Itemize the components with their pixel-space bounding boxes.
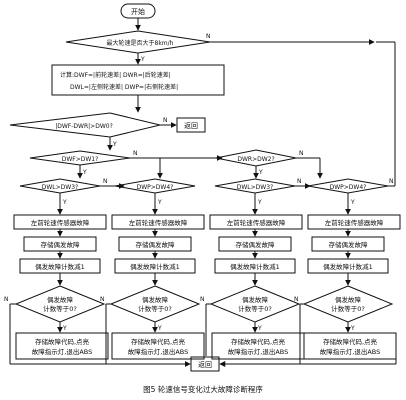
action-box-1: [15, 332, 109, 360]
action-4b: 故障指示灯,退出ABS: [320, 347, 380, 356]
return-bottom: [190, 356, 220, 372]
no-dwp-right: N: [389, 178, 394, 185]
yes-count-1: Y: [62, 325, 67, 332]
dwr-label: DWR>DW2?: [237, 156, 274, 163]
dwp-mid-label: DWP>DW4?: [137, 184, 174, 191]
store-label-1: 存储偶发故障: [41, 240, 81, 249]
fault-box-2: [111, 214, 205, 230]
yes-dwf: Y: [82, 169, 87, 176]
dwl-left-label: DWL>DW3?: [42, 184, 78, 191]
yes-dwp-right: Y: [350, 199, 355, 206]
no-count-4: N: [294, 296, 299, 303]
counter-label-4: 偶发故障计数减1: [323, 262, 373, 271]
store-label-4: 存储偶发故障: [329, 240, 369, 249]
yes-dwr: Y: [258, 169, 263, 176]
action-4a: 存储故障代码,点亮: [323, 337, 378, 346]
action-box-4: [303, 332, 397, 360]
no-speed: N: [206, 33, 211, 40]
yes-main: Y: [112, 141, 117, 148]
no-count-3: N: [200, 296, 205, 303]
fault-box-3: [209, 214, 303, 230]
dwf-label: DWF>DW1?: [62, 156, 99, 163]
yes-count-3: Y: [257, 325, 262, 332]
store-label-3: 存储偶发故障: [236, 240, 276, 249]
return-top: [176, 117, 206, 133]
count-cond-4b: 计数等于0?: [331, 304, 365, 313]
count-decision-4: [302, 285, 394, 323]
action-3b: 故障指示灯,退出ABS: [228, 347, 288, 356]
fault-box-4: [307, 214, 401, 230]
main-cond-label: |DWF-DWR|>DW0?: [55, 123, 113, 130]
count-cond-3b: 计数等于0?: [238, 304, 272, 313]
start-label: 开始: [131, 7, 145, 16]
store-label-2: 存储偶发故障: [136, 240, 176, 249]
fault-label-1: 左前轮速传感器故障: [31, 218, 90, 227]
count-decision-2: [109, 285, 201, 323]
count-cond-1a: 偶发故障: [47, 295, 74, 304]
fault-label-4: 左前轮速传感器故障: [325, 218, 384, 227]
return-bottom-label: 返回: [198, 361, 212, 369]
action-2a: 存储故障代码,点亮: [131, 337, 186, 346]
count-decision-1: [14, 285, 106, 323]
count-cond-2b: 计数等于0?: [138, 304, 172, 313]
no-dwl-left: N: [103, 178, 108, 185]
action-1b: 故障指示灯,退出ABS: [32, 347, 92, 356]
counter-label-3: 偶发故障计数减1: [230, 262, 280, 271]
fault-label-3: 左前轮速传感器故障: [227, 218, 286, 227]
yes-dwl-mid: Y: [257, 199, 262, 206]
action-box-2: [111, 332, 205, 360]
speed-check-label: 最大轮速是否大于8km/h: [107, 39, 174, 47]
count-decision-3: [209, 285, 301, 323]
action-1a: 存储故障代码,点亮: [35, 337, 90, 346]
action-2b: 故障指示灯,退出ABS: [128, 347, 188, 356]
no-count-2: N: [100, 296, 105, 303]
no-count-1: N: [4, 296, 9, 303]
calc-line-2: DWL=|左侧轮速差| DWP=|右侧轮速差|: [70, 83, 178, 91]
return-top-label: 返回: [184, 122, 198, 130]
count-cond-3a: 偶发故障: [242, 295, 269, 304]
fault-label-2: 左前轮速传感器故障: [129, 218, 188, 227]
yes-dwp-mid: Y: [157, 199, 162, 206]
count-cond-4a: 偶发故障: [335, 295, 362, 304]
no-dwf: N: [133, 150, 138, 157]
no-dwr: N: [299, 150, 304, 157]
yes-dwl-left: Y: [62, 199, 67, 206]
dwl-mid-label: DWL>DW3?: [237, 184, 273, 191]
figure-caption: 图5 轮速信号变化过大故障诊断程序: [143, 384, 263, 394]
yes-count-4: Y: [350, 325, 355, 332]
counter-label-2: 偶发故障计数减1: [130, 262, 180, 271]
calc-line-1: 计算:DWF=|前轮速差| DWR=|后轮速差|: [60, 71, 171, 79]
yes-count-2: Y: [157, 325, 162, 332]
count-cond-2a: 偶发故障: [142, 295, 169, 304]
action-3a: 存储故障代码,点亮: [231, 337, 286, 346]
yes-speed: Y: [140, 56, 145, 63]
counter-label-1: 偶发故障计数减1: [35, 262, 85, 271]
dwp-right-label: DWP>DW4?: [330, 184, 367, 191]
count-cond-1b: 计数等于0?: [43, 304, 77, 313]
no-dwl-mid: N: [297, 178, 302, 185]
no-main: N: [163, 117, 168, 124]
